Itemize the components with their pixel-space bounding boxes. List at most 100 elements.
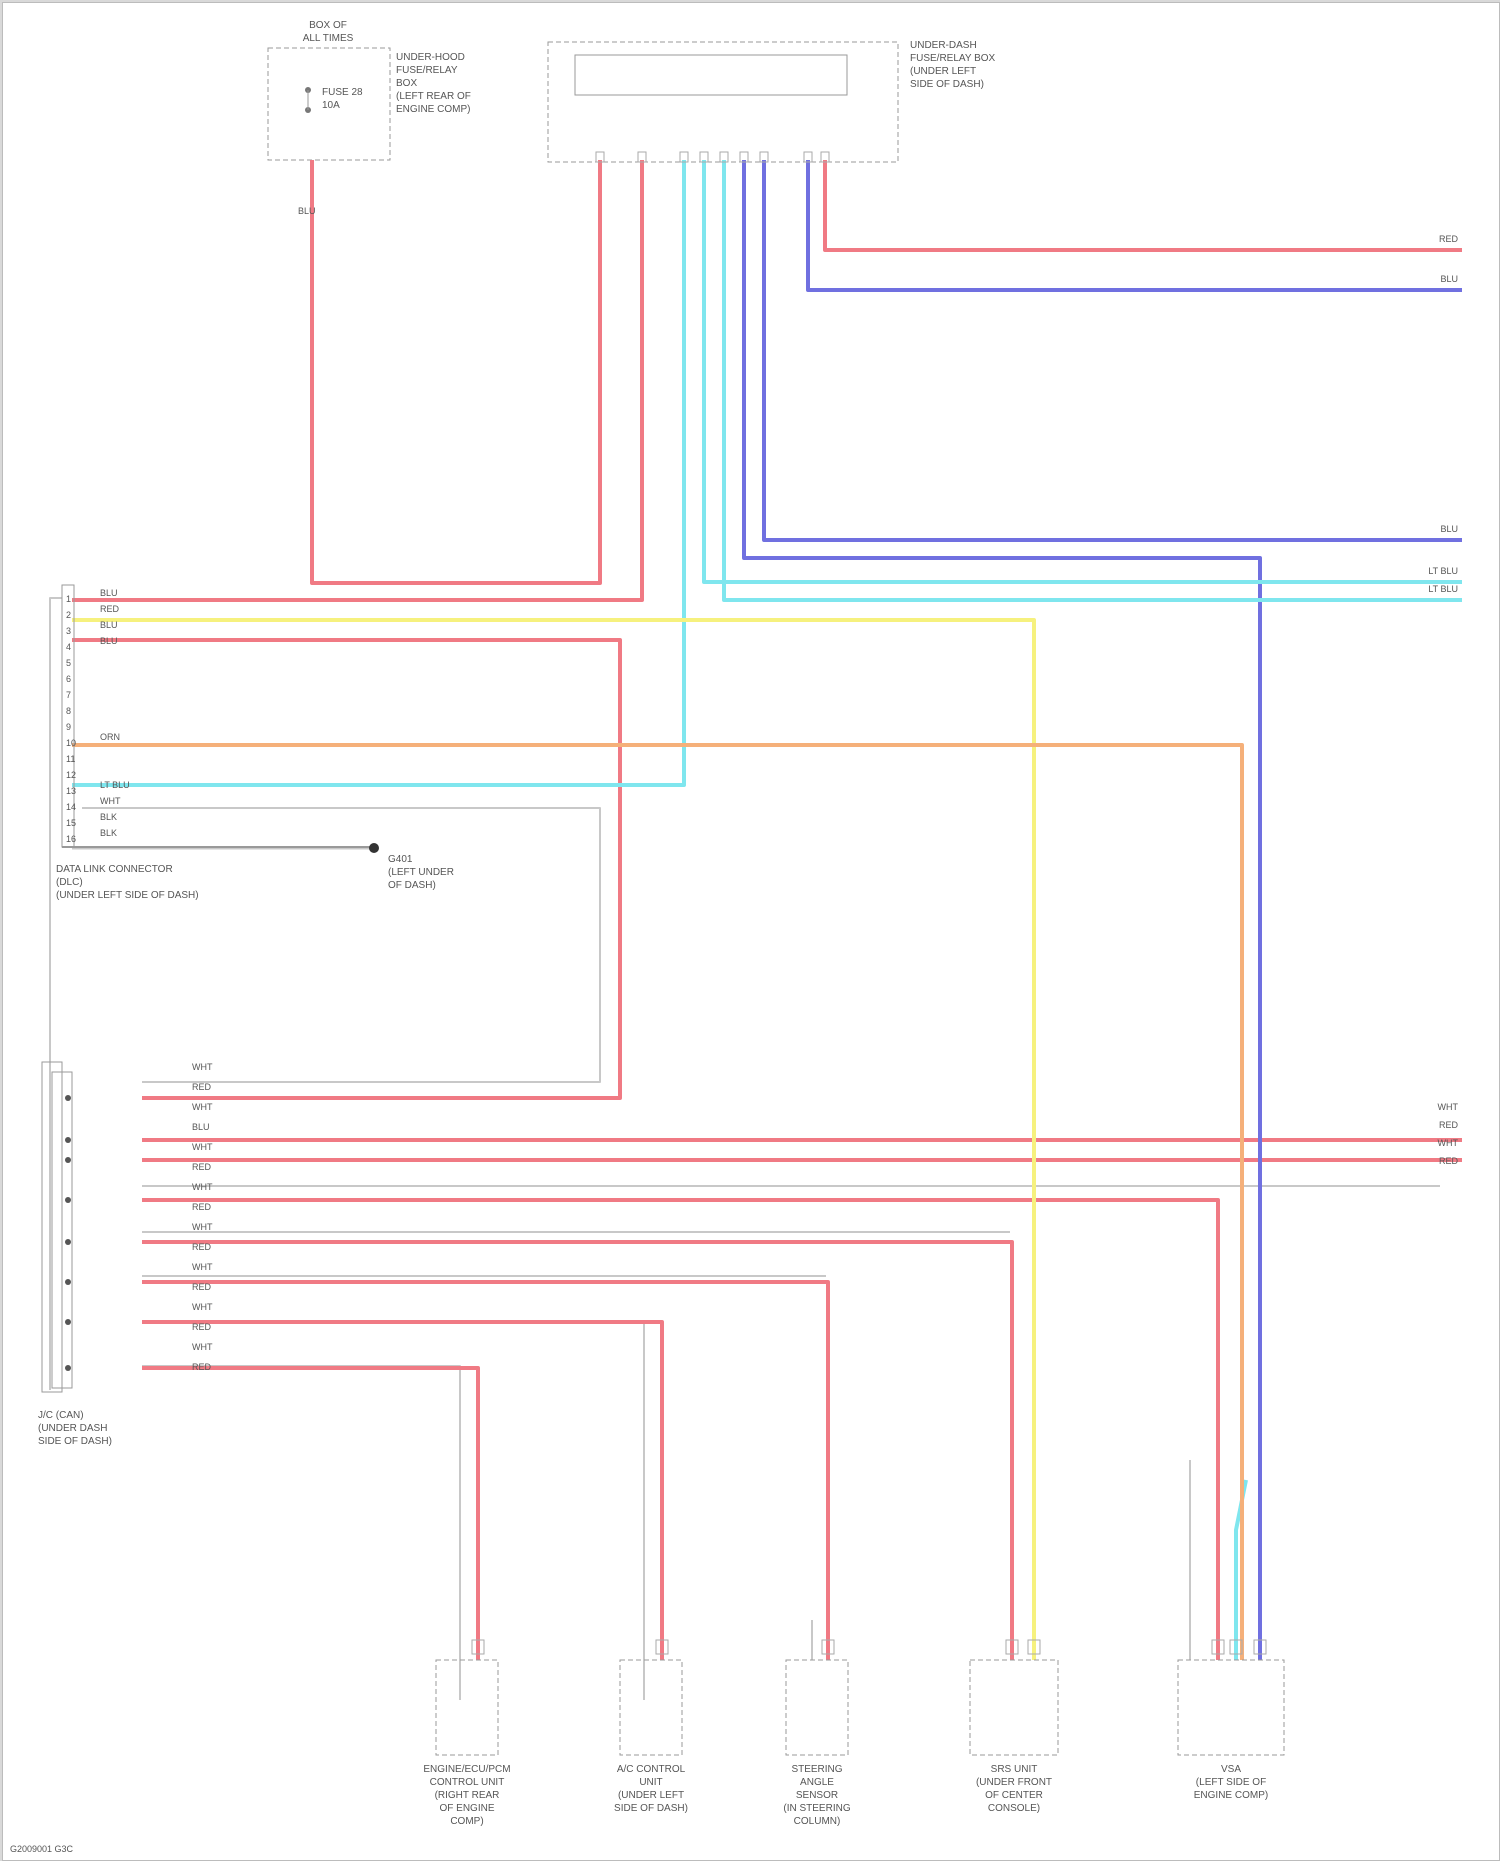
jc-wire-color: WHT <box>192 1302 213 1312</box>
dlc-pin-number: 2 <box>66 610 71 620</box>
jc-wire-color: RED <box>192 1162 212 1172</box>
dlc-pin-number: 14 <box>66 802 76 812</box>
ecm-label-line: CONTROL UNIT <box>430 1777 505 1788</box>
right-wire-color: RED <box>1439 234 1459 244</box>
fuse-number-label-line: 10A <box>322 100 340 111</box>
jc-wire-color: RED <box>192 1322 212 1332</box>
fuse-label-line: BOX OF <box>309 20 347 31</box>
steer-box <box>786 1660 848 1755</box>
fuse-desc-label-line: ENGINE COMP) <box>396 104 470 115</box>
dlc-pin-number: 6 <box>66 674 71 684</box>
steer-label-line: SENSOR <box>796 1790 838 1801</box>
vsa-label-line: VSA <box>1221 1764 1241 1775</box>
violet-wire-top <box>808 160 1462 290</box>
bottom-components <box>436 1660 1284 1755</box>
cyan-wire-1 <box>704 160 1462 582</box>
steer-label-line: ANGLE <box>800 1777 834 1788</box>
steer-label-line: COLUMN) <box>794 1816 841 1827</box>
hvac-label-line: SIDE OF DASH) <box>614 1803 688 1814</box>
jc-wire-color: WHT <box>192 1342 213 1352</box>
bcm-label-line: FUSE/RELAY BOX <box>910 53 996 64</box>
junction-dot <box>65 1157 71 1163</box>
ecm-box <box>436 1660 498 1755</box>
dlc-label-line: (UNDER LEFT SIDE OF DASH) <box>56 890 199 901</box>
jc-label-line: J/C (CAN) <box>38 1410 84 1421</box>
srs-label-line: CONSOLE) <box>988 1803 1040 1814</box>
fuse-desc-label-line: BOX <box>396 78 417 89</box>
junction-dot <box>65 1279 71 1285</box>
srs-box <box>970 1660 1058 1755</box>
red-wire-vsa <box>142 1200 1218 1660</box>
jc-wire-color: RED <box>192 1242 212 1252</box>
red-wire-top <box>825 160 1462 250</box>
jc-wire-color: WHT <box>192 1262 213 1272</box>
right-wire-color: BLU <box>1440 274 1458 284</box>
junction-dot <box>65 1239 71 1245</box>
hvac-label-line: (UNDER LEFT <box>618 1790 684 1801</box>
red-wire-steer <box>142 1282 828 1660</box>
dlc-wire-color: BLU <box>100 620 118 630</box>
right-wire-color: BLU <box>1440 524 1458 534</box>
red-wire-ecm <box>142 1368 478 1660</box>
srs-label-line: OF CENTER <box>985 1790 1043 1801</box>
jc-wire-color: RED <box>192 1362 212 1372</box>
violet-wire-vsa <box>744 160 1260 1660</box>
fuse-desc-label-line: UNDER-HOOD <box>396 52 465 63</box>
fuse-number-label-line: FUSE 28 <box>322 87 363 98</box>
red-wire-fuse <box>312 160 600 583</box>
jc-wire-color: WHT <box>192 1182 213 1192</box>
hvac-label-line: UNIT <box>639 1777 662 1788</box>
dlc-wire-color: ORN <box>100 732 120 742</box>
cyan-wire-2 <box>724 160 1462 600</box>
jc-label-line: SIDE OF DASH) <box>38 1436 112 1447</box>
bcm-label-line: UNDER-DASH <box>910 40 977 51</box>
ecm-label-line: ENGINE/ECU/PCM <box>423 1764 510 1775</box>
fuse-label-line: ALL TIMES <box>303 33 354 44</box>
dlc-pin-number: 15 <box>66 818 76 828</box>
ecm-label-line: OF ENGINE <box>439 1803 494 1814</box>
violet-wire-mid <box>764 160 1462 540</box>
red-wire-srs <box>142 1242 1012 1660</box>
vsa-label-line: (LEFT SIDE OF <box>1196 1777 1266 1788</box>
jc-wire-color: RED <box>192 1282 212 1292</box>
dlc-pin-number: 5 <box>66 658 71 668</box>
ground-label-line: OF DASH) <box>388 880 436 891</box>
ecm-label-line: (RIGHT REAR <box>435 1790 500 1801</box>
dlc-pin-number: 9 <box>66 722 71 732</box>
hvac-box <box>620 1660 682 1755</box>
cyan-wire-dlc <box>72 160 684 785</box>
dlc-wire-color: BLK <box>100 812 117 822</box>
right-wire-color: LT BLU <box>1428 566 1458 576</box>
dlc-pin-number: 10 <box>66 738 76 748</box>
srs-label-line: (UNDER FRONT <box>976 1777 1052 1788</box>
ecm-label-line: COMP) <box>450 1816 483 1827</box>
jc-wire-color: WHT <box>192 1142 213 1152</box>
steer-label-line: STEERING <box>791 1764 842 1775</box>
ground-label-line: (LEFT UNDER <box>388 867 454 878</box>
ground-label-line: G401 <box>388 854 413 865</box>
dlc-wire-color: BLU <box>100 636 118 646</box>
srs-label-line: SRS UNIT <box>991 1764 1038 1775</box>
jc-label-line: (UNDER DASH <box>38 1423 107 1434</box>
jc-wire-color: BLU <box>192 1122 210 1132</box>
jc-wire-color: WHT <box>192 1062 213 1072</box>
dlc-label-line: DATA LINK CONNECTOR <box>56 864 173 875</box>
bcm-label-line: (UNDER LEFT <box>910 66 976 77</box>
dlc-pin-number: 1 <box>66 594 71 604</box>
dlc-wire-color: RED <box>100 604 120 614</box>
dlc-wire-color: WHT <box>100 796 121 806</box>
dlc-wire-color: BLK <box>100 828 117 838</box>
dlc-pin-number: 13 <box>66 786 76 796</box>
bcm-box <box>548 42 898 162</box>
hvac-label-line: A/C CONTROL <box>617 1764 686 1775</box>
fuse-desc-label-line: (LEFT REAR OF <box>396 91 471 102</box>
wires-layer <box>50 152 1462 1700</box>
footer-code: G2009001 G3C <box>10 1844 74 1854</box>
right-mid-wire-color: WHT <box>1438 1102 1459 1112</box>
fuse-desc-label-line: FUSE/RELAY <box>396 65 458 76</box>
jc-wire-color: WHT <box>192 1222 213 1232</box>
dlc-pin-number: 3 <box>66 626 71 636</box>
junction-dot <box>65 1197 71 1203</box>
dlc-pin-number: 7 <box>66 690 71 700</box>
